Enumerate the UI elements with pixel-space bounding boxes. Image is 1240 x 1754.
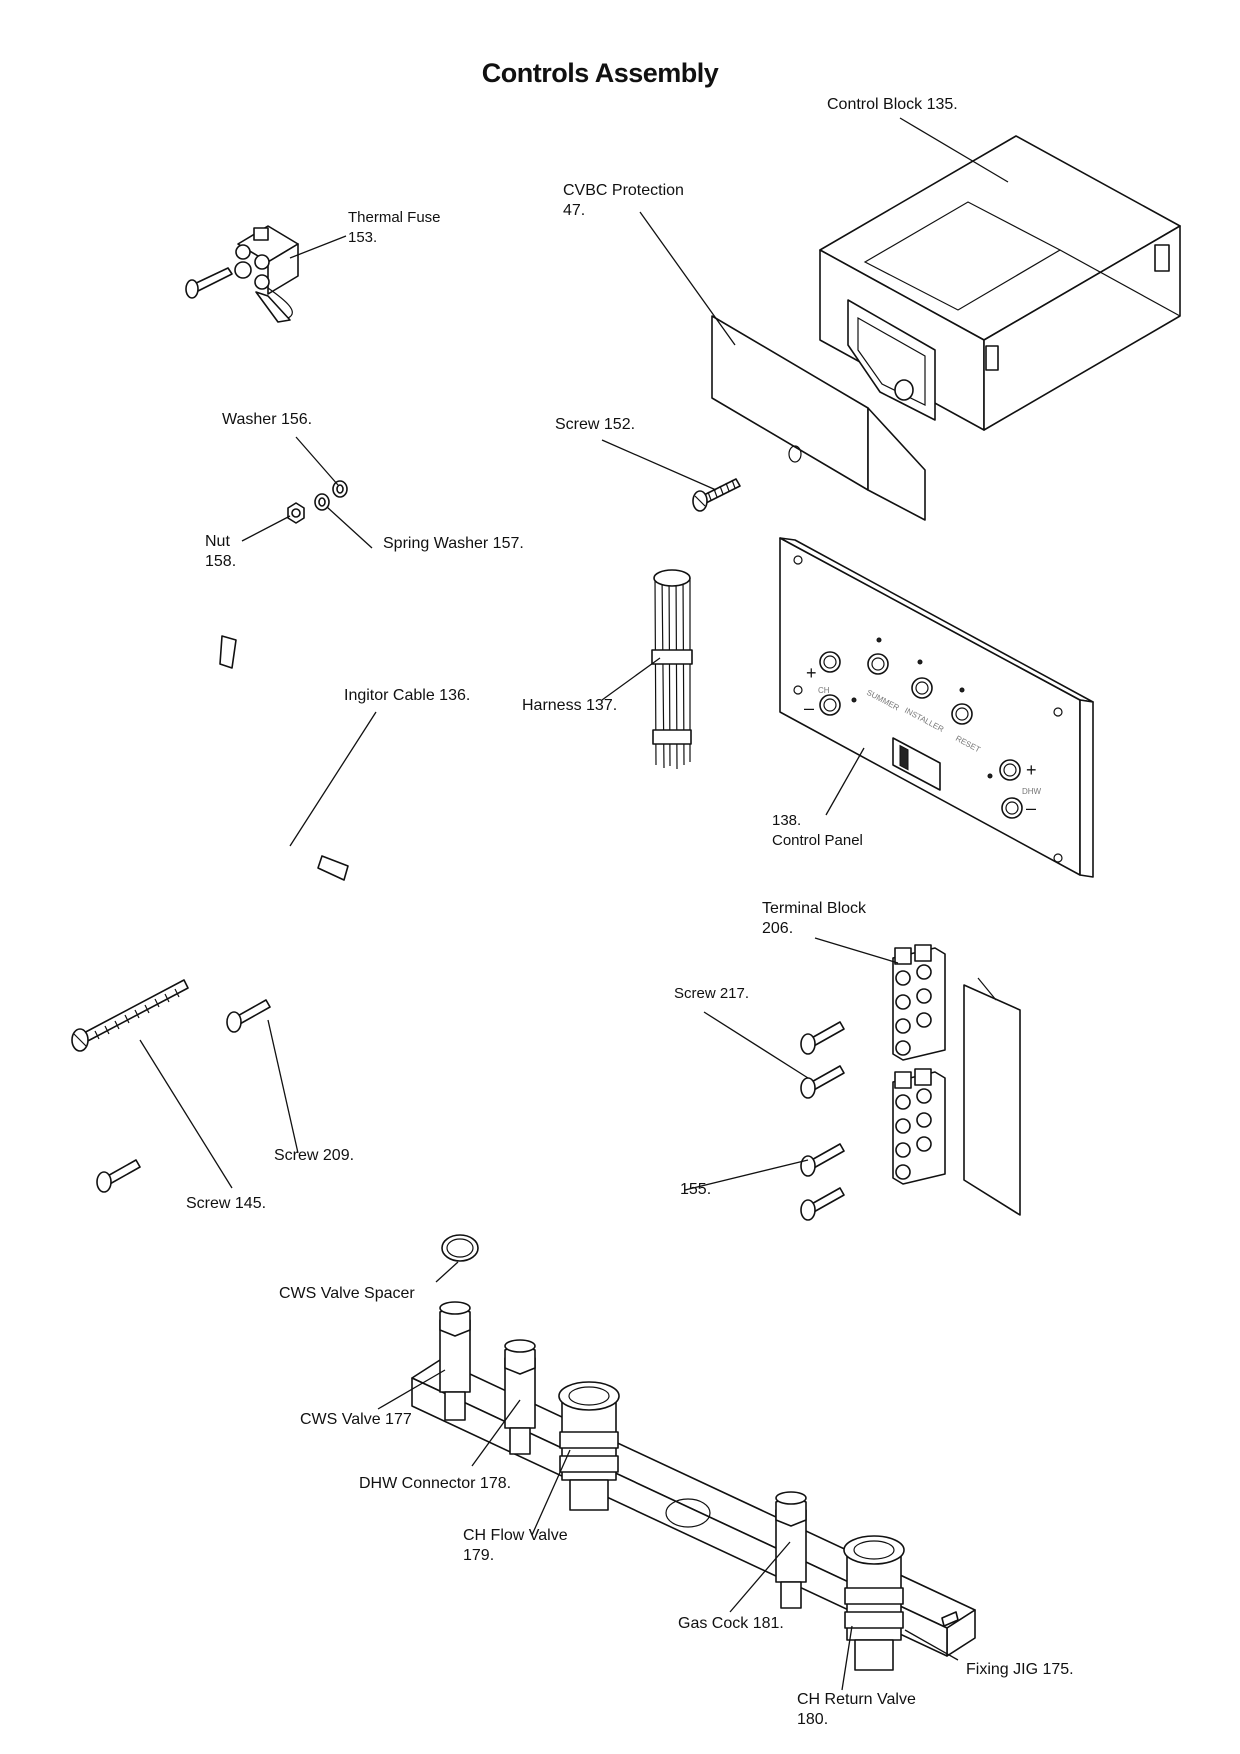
ch-return-valve-180 xyxy=(843,1535,905,1671)
dhw-down-button[interactable] xyxy=(1001,797,1023,819)
screw-217-lower xyxy=(800,1065,845,1099)
dhw-label: DHW xyxy=(1022,787,1042,796)
screw-152 xyxy=(692,478,741,512)
dhw-up-button[interactable] xyxy=(999,759,1021,781)
screw-145-short xyxy=(96,1159,141,1193)
terminal-cover-plate xyxy=(963,977,1021,1216)
label-thermal-fuse: Thermal Fuse xyxy=(348,209,441,226)
label-control-panel-number: 138. xyxy=(772,812,802,829)
cws-valve-177 xyxy=(439,1301,471,1421)
label-screw-217: Screw 217. xyxy=(674,985,750,1002)
label-control-block: Control Block 135. xyxy=(827,96,958,113)
label-ignitor-cable-136: Ingitor Cable 136. xyxy=(344,687,471,704)
spring-washer-157 xyxy=(314,493,330,511)
ch-up-button[interactable] xyxy=(819,651,841,673)
fixing-jig-175 xyxy=(411,1359,976,1657)
thermal-fuse-screw xyxy=(185,267,233,299)
summer-button[interactable] xyxy=(867,653,889,675)
label-thermal-fuse-number: 153. xyxy=(348,229,378,246)
gas-cock-181 xyxy=(775,1491,807,1609)
cws-valve-spacer xyxy=(441,1234,479,1262)
screw-145-long xyxy=(71,979,189,1052)
screw-155-upper xyxy=(800,1143,845,1177)
leader-lines xyxy=(139,117,1009,1691)
installer-button[interactable] xyxy=(911,677,933,699)
harness-137 xyxy=(651,569,693,770)
digital-display xyxy=(892,737,941,791)
label-fixing-jig-175: Fixing JIG 175. xyxy=(966,1661,1074,1678)
label-screw-209: Screw 209. xyxy=(274,1147,355,1164)
label-nut-number: 158. xyxy=(205,553,237,570)
label-terminal-block-number: 206. xyxy=(762,920,794,937)
label-cvbc-protection: CVBC Protection xyxy=(563,182,684,199)
label-ch-return-valve-number: 180. xyxy=(797,1711,829,1728)
dhw-connector-178 xyxy=(504,1339,536,1455)
screw-217-upper xyxy=(800,1021,845,1055)
terminal-block-206-upper xyxy=(892,944,946,1061)
label-cvbc-protection-number: 47. xyxy=(563,202,586,219)
control-block-135 xyxy=(819,135,1181,431)
dhw-plus-label: + xyxy=(1026,760,1037,780)
ignitor-cable-136 xyxy=(80,635,349,881)
label-spring-washer-157: Spring Washer 157. xyxy=(383,535,524,552)
ch-down-button[interactable] xyxy=(819,694,841,716)
ch-label: CH xyxy=(818,686,830,695)
reset-button[interactable] xyxy=(951,703,973,725)
label-ch-flow-valve-number: 179. xyxy=(463,1547,495,1564)
ch-minus-label: – xyxy=(804,698,814,718)
label-dhw-connector-178: DHW Connector 178. xyxy=(359,1475,512,1492)
label-ch-return-valve: CH Return Valve xyxy=(797,1691,916,1708)
label-cws-valve-spacer: CWS Valve Spacer xyxy=(279,1285,415,1302)
cvbc-protection-47 xyxy=(711,315,926,521)
nut-158 xyxy=(287,502,305,524)
label-control-panel: Control Panel xyxy=(772,832,863,849)
label-nut: Nut xyxy=(205,533,230,550)
page-title: Controls Assembly xyxy=(481,58,719,88)
ch-plus-label: + xyxy=(806,663,817,683)
thermal-fuse-153 xyxy=(185,225,299,323)
label-ch-flow-valve: CH Flow Valve xyxy=(463,1527,568,1544)
label-gas-cock-181: Gas Cock 181. xyxy=(678,1615,784,1632)
screw-209 xyxy=(226,999,271,1033)
label-screw-145: Screw 145. xyxy=(186,1195,267,1212)
control-panel-138: + – CH SUMMER INSTALLER RESET + – DHW xyxy=(779,537,1094,878)
label-screw-155: 155. xyxy=(680,1181,712,1198)
label-terminal-block: Terminal Block xyxy=(762,900,867,917)
screw-155-lower xyxy=(800,1187,845,1221)
washer-156 xyxy=(332,480,348,498)
dhw-minus-label: – xyxy=(1026,798,1036,818)
label-harness-137: Harness 137. xyxy=(522,697,618,714)
label-screw-152: Screw 152. xyxy=(555,416,636,433)
terminal-block-206-lower xyxy=(892,1068,946,1185)
label-cws-valve-177: CWS Valve 177 xyxy=(300,1411,412,1428)
ch-flow-valve-179 xyxy=(558,1381,620,1511)
label-washer-156: Washer 156. xyxy=(222,411,313,428)
